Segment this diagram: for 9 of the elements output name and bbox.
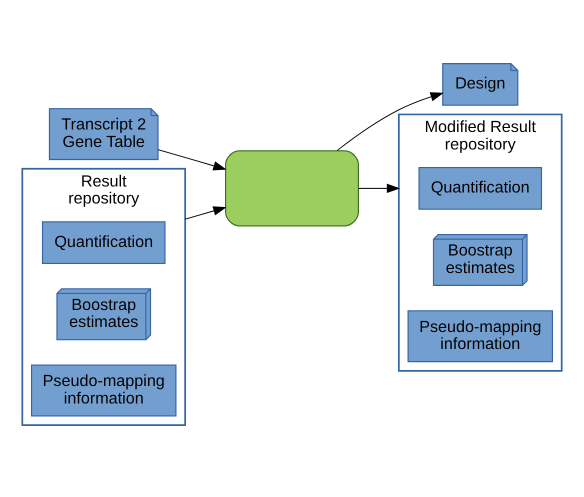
node-box: Quantification xyxy=(42,220,166,264)
node-box xyxy=(225,150,359,226)
arrow xyxy=(184,206,227,220)
arrow xyxy=(158,148,227,170)
node-box: Pseudo-mapping information xyxy=(408,310,554,362)
arrow xyxy=(336,92,444,150)
arrow xyxy=(358,183,400,193)
node-box: Pseudo-mapping information xyxy=(30,364,176,416)
node-box: Quantification xyxy=(418,166,542,210)
